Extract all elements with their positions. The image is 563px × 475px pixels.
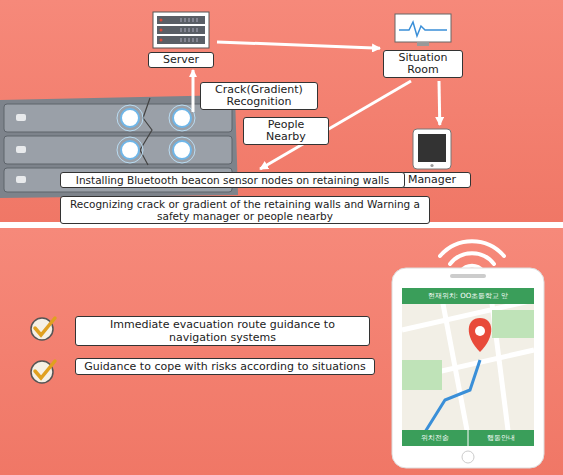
node-label: Server: [148, 52, 214, 68]
bottom-panel: [0, 228, 563, 475]
device-node: Server: [148, 10, 214, 68]
crack-arrow: [192, 70, 195, 112]
callout-label: Crack(Gradient) Recognition: [200, 82, 318, 110]
screen-text: 현재위치: OO초등학교 앞: [404, 290, 532, 302]
node-label: Installing Bluetooth beacon sensor nodes…: [60, 172, 405, 188]
node-label: Immediate evacuation route guidance to n…: [75, 316, 370, 346]
check-icon: [31, 318, 55, 340]
node-label: Situation Room: [383, 50, 463, 78]
text-box: Recognizing crack or gradient of the ret…: [60, 196, 430, 224]
node-label: Guidance to cope with risks according to…: [75, 358, 375, 375]
check-icon: [31, 361, 55, 383]
connector-arrow: [217, 42, 380, 48]
wifi-icon: [440, 241, 504, 271]
monitor-icon: [391, 12, 455, 48]
node-label: Recognizing crack or gradient of the ret…: [60, 196, 430, 224]
server-icon: [151, 10, 211, 50]
text-box: Guidance to cope with risks according to…: [75, 358, 375, 375]
top-panel: [0, 0, 563, 222]
screen-text: 행동안내: [468, 432, 534, 444]
phone: [392, 268, 544, 468]
connector-arrow: [438, 81, 442, 125]
edge-label: People Nearby: [243, 117, 329, 145]
text-box: Immediate evacuation route guidance to n…: [75, 316, 370, 346]
text-box: Installing Bluetooth beacon sensor nodes…: [60, 172, 405, 188]
tablet-icon: [409, 128, 455, 170]
screen-text: 위치전송: [402, 432, 468, 444]
device-node: Situation Room: [383, 12, 463, 78]
